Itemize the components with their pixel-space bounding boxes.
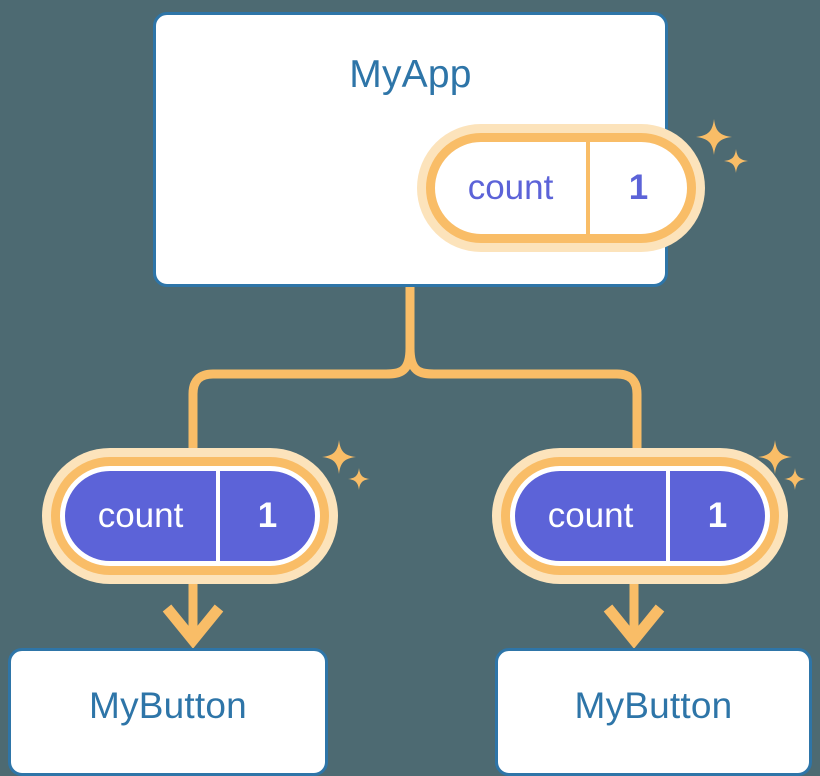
state-pill-child-right[interactable]: count 1 (510, 466, 770, 566)
sparkle-icon (784, 468, 806, 490)
sparkle-group-child-left (322, 440, 384, 502)
component-card-myapp[interactable]: MyApp count 1 (153, 12, 748, 287)
state-key-label: count (515, 471, 670, 561)
connector-branch-right (405, 347, 642, 455)
state-key-label: count (435, 142, 590, 234)
component-card-mybutton-right[interactable]: MyButton (495, 648, 812, 776)
arrow-down-icon-left (162, 578, 224, 649)
sparkle-group-myapp (696, 119, 766, 189)
state-pill-myapp[interactable]: count 1 (426, 133, 696, 243)
sparkle-icon (696, 119, 732, 155)
page-title: MyApp (349, 53, 472, 96)
connector-branch-left (188, 347, 415, 455)
state-value-label: 1 (707, 496, 728, 535)
state-value-label: 1 (257, 496, 278, 535)
component-label: MyButton (574, 685, 733, 726)
arrow-down-icon-right (603, 578, 665, 649)
state-key-label: count (65, 471, 220, 561)
component-label: MyButton (89, 685, 247, 726)
sparkle-icon (348, 468, 370, 490)
sparkle-group-child-right (758, 440, 820, 502)
sparkle-icon (724, 149, 748, 173)
sparkle-icon (322, 440, 356, 474)
state-pill-child-left[interactable]: count 1 (60, 466, 320, 566)
state-value-label: 1 (628, 168, 649, 207)
sparkle-icon (758, 440, 792, 474)
component-card-mybutton-left[interactable]: MyButton (8, 648, 328, 776)
